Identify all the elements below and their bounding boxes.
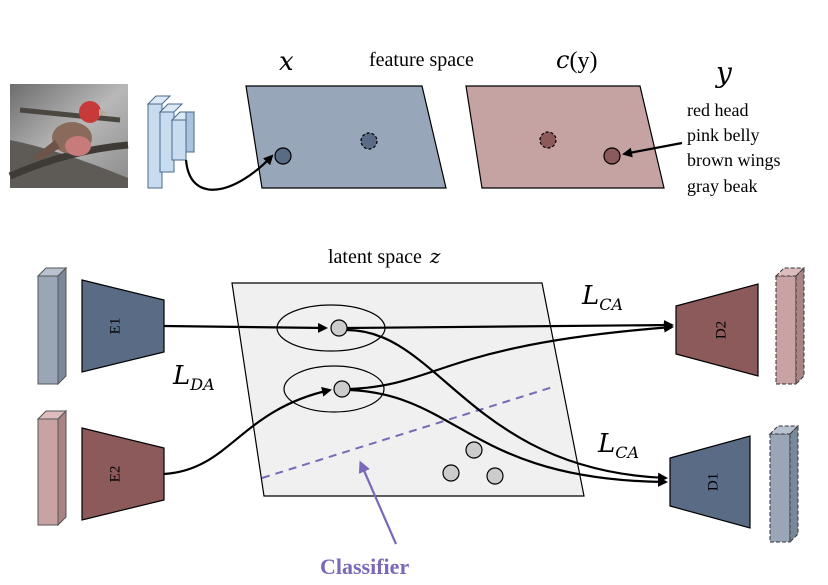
x-label: x bbox=[279, 47, 294, 77]
latent-plane bbox=[231, 282, 585, 497]
loss-ca-top-sub: CA bbox=[599, 295, 623, 314]
attribute-gray-beak: gray beak bbox=[687, 176, 757, 196]
encoder-e1-label: E1 bbox=[107, 318, 123, 335]
c-of-y-label: c(y) bbox=[556, 46, 597, 74]
encoder-e1 bbox=[81, 279, 165, 373]
cnn-feature-extractor bbox=[146, 95, 196, 189]
bird-photo bbox=[8, 84, 129, 188]
attribute-red-head: red head bbox=[687, 100, 748, 120]
decoder-d2-label: D2 bbox=[713, 321, 729, 339]
c-label: c bbox=[556, 46, 569, 74]
e2-latent-to-d2-arrow bbox=[349, 322, 674, 391]
x-ghost-point bbox=[360, 132, 378, 150]
latent-space-text: latent space bbox=[328, 246, 422, 268]
cluster-ellipse-bottom bbox=[283, 365, 385, 413]
latent-point-extra-2 bbox=[442, 464, 460, 482]
attribute-brown-wings: brown wings bbox=[687, 150, 781, 170]
loss-da-main: L bbox=[172, 361, 190, 391]
e2-latent-to-d1-arrow bbox=[349, 388, 668, 487]
latent-point-extra-3 bbox=[486, 467, 504, 485]
latent-point-e2 bbox=[333, 380, 351, 398]
encoder-e2-label: E2 bbox=[107, 466, 123, 483]
feature-plane-c bbox=[465, 85, 665, 189]
feature-space-label: feature space bbox=[369, 49, 474, 71]
loss-ca-bottom-main: L bbox=[597, 429, 615, 459]
output-bar-red bbox=[774, 266, 806, 386]
e2-to-latent-arrow bbox=[163, 386, 332, 476]
decoder-d1-label: D1 bbox=[705, 473, 721, 491]
c-feature-point bbox=[603, 147, 621, 165]
attributes-to-c-arrow bbox=[622, 141, 683, 158]
loss-ca-bottom-sub: CA bbox=[615, 443, 639, 462]
classifier-label: Classifier bbox=[320, 554, 409, 579]
input-bar-red bbox=[36, 409, 68, 527]
c-arg-label: (y) bbox=[569, 48, 597, 74]
loss-ca-top-main: L bbox=[581, 281, 599, 311]
latent-point-e1 bbox=[330, 319, 348, 337]
loss-ca-bottom: LCA bbox=[597, 429, 639, 462]
input-bar-blue bbox=[36, 266, 68, 386]
x-feature-point bbox=[274, 147, 292, 165]
z-label: z bbox=[429, 244, 441, 268]
loss-da: LDA bbox=[172, 361, 215, 394]
feature-plane-x bbox=[245, 85, 447, 189]
classifier-boundary bbox=[261, 385, 557, 479]
classifier-arrow bbox=[358, 460, 398, 545]
loss-ca-top: LCA bbox=[581, 281, 623, 314]
y-label: y bbox=[714, 56, 733, 89]
cnn-to-x-arrow bbox=[184, 154, 274, 191]
e1-latent-to-d1-arrow bbox=[346, 328, 668, 483]
e1-latent-to-d2-arrow bbox=[346, 320, 674, 331]
decoder-d1 bbox=[669, 435, 751, 529]
attribute-pink-belly: pink belly bbox=[687, 125, 760, 145]
latent-point-extra-1 bbox=[465, 441, 483, 459]
loss-da-sub: DA bbox=[189, 375, 214, 394]
output-bar-blue bbox=[768, 424, 800, 544]
c-ghost-point bbox=[539, 131, 557, 149]
e1-to-latent-arrow bbox=[163, 322, 328, 333]
encoder-e2 bbox=[81, 427, 165, 521]
decoder-d2 bbox=[675, 283, 759, 377]
latent-space-label: latent space z bbox=[328, 244, 441, 268]
